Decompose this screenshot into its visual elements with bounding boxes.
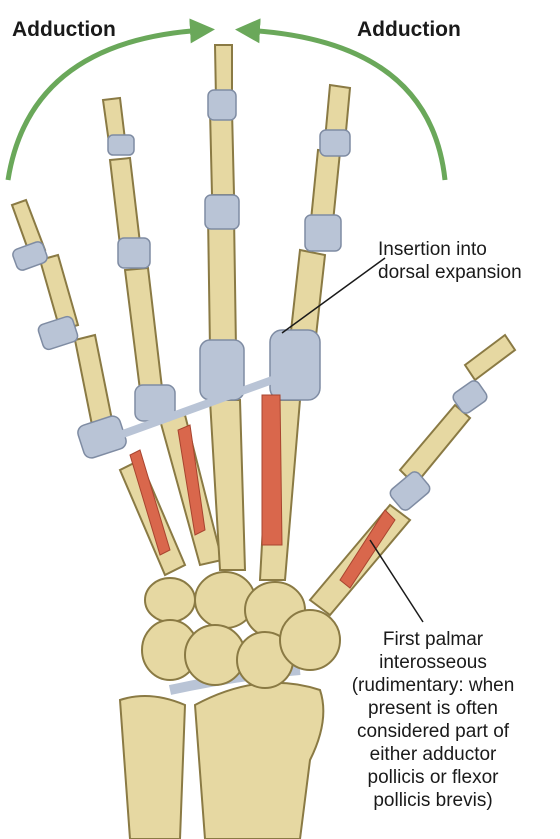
dorsal-expansions [12,89,488,511]
insertion-leader-line [281,257,386,334]
forearm-bones [118,665,325,839]
palmar-label-line: (rudimentary: when [351,675,515,696]
palmar-leader-line [369,539,424,623]
insertion-label-line-1: Insertion into [378,239,487,260]
palmar-label-line: present is often [368,698,498,719]
ulna [118,695,187,839]
palmar-interosseous-label: First palmar interosseous (rudimentary: … [318,628,548,812]
adduction-arrows [5,18,448,181]
adduction-arrow-left [5,18,215,181]
palmar-label-line: considered part of [356,721,510,742]
palmar-label-line: pollicis brevis) [373,790,493,811]
leader-lines [281,257,424,623]
palmar-label-line: either adductor [369,744,497,765]
adduction-label-right: Adduction [357,18,461,41]
insertion-label-line-2: dorsal expansion [378,262,522,283]
palmar-label-line: interosseous [379,652,487,673]
insertion-label: Insertion into dorsal expansion [378,238,548,284]
carpal-bones [141,571,341,689]
palmar-label-line: First palmar [382,629,484,650]
adduction-label-left: Adduction [12,18,116,41]
adduction-arrow-right [235,18,448,181]
palmar-interossei [129,394,396,589]
palmar-label-line: pollicis or flexor [367,767,499,788]
radius [193,681,325,839]
